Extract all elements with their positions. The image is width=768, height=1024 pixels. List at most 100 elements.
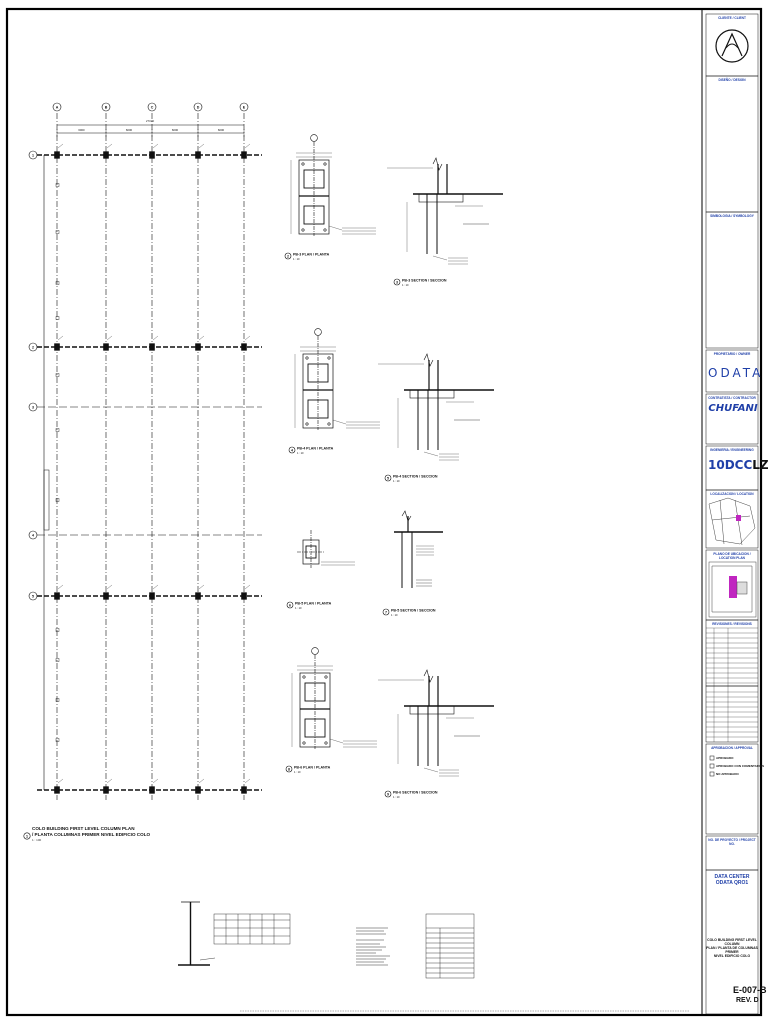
- revisions-header: REVISIONES / REVISIONS: [712, 622, 752, 626]
- column-grid-bubble: [239, 102, 249, 112]
- steel-schedule-table: [213, 913, 291, 945]
- detail-drawings: 2 PB-3 PLAN / PLANTA 1 : 10 3 PB-3 SECTION /…: [284, 134, 503, 799]
- base-plate: [409, 389, 455, 399]
- intermediate-marker: [55, 428, 60, 432]
- column-grid-label: B: [105, 105, 108, 109]
- intermediate-marker: [55, 373, 60, 377]
- row-grid-label: 5: [32, 594, 34, 598]
- bay-dimension-text: 6000: [126, 128, 133, 132]
- anchor-bolt: [301, 228, 305, 232]
- project-header: NO. DE PROYECTO / PROJECT NO.: [708, 838, 756, 846]
- column-leader: [152, 143, 159, 149]
- sheet-title-line3: NIVEL EDIFICIO COLO: [713, 954, 751, 958]
- detail-title: PB-4 SECTION / SECCION: [393, 475, 438, 479]
- sheet-title-line1: COLO BUILDING FIRST LEVEL COLUMN: [707, 938, 757, 946]
- column-marker: [54, 786, 60, 794]
- column-leader: [106, 778, 113, 784]
- detail-scale: 1 : 10: [402, 283, 409, 287]
- column-grid-bubble: [101, 102, 111, 112]
- column-leader: [152, 584, 159, 590]
- detail-number-bubble: [384, 474, 392, 482]
- detail-number-bubble: [393, 278, 401, 286]
- main-plan-title-line2: / PLANTA COLUMNAS PRIMER NIVEL EDIFICIO …: [32, 832, 151, 837]
- anchor-bolt: [323, 228, 327, 232]
- column-leader: [106, 584, 113, 590]
- note-leader: [423, 767, 439, 773]
- column-marker: [149, 786, 155, 794]
- detail-number: 8: [288, 767, 290, 771]
- bay-dimension-text: 6000: [218, 128, 225, 132]
- intermediate-marker: [55, 230, 60, 234]
- column-marker: [241, 592, 247, 600]
- column-markers: [54, 143, 251, 794]
- column-grid-label: E: [243, 105, 246, 109]
- contractor-header: CONTRATISTA / CONTRACTOR: [708, 396, 756, 400]
- base-plate: [298, 159, 330, 235]
- detail-scale: 1 : 10: [295, 606, 302, 610]
- column-leader: [152, 778, 159, 784]
- detail-grid-bubble: [310, 134, 318, 142]
- detail-title: PB-3 PLAN / PLANTA: [293, 253, 330, 257]
- column-grid-label: D: [197, 105, 200, 109]
- anchor-bolt: [302, 675, 306, 679]
- detail-number: 3: [396, 280, 398, 284]
- title-block: [705, 13, 759, 1015]
- column-leader: [106, 143, 113, 149]
- main-plan-scale: 1 : 100: [32, 838, 42, 842]
- contractor-logo: CHUFANI: [708, 403, 758, 414]
- column-marker: [241, 151, 247, 159]
- detail-title: PB-3 SECTION / SECCION: [402, 279, 447, 283]
- sheet-border: [5, 7, 763, 1017]
- column-leader: [152, 335, 159, 341]
- intermediate-marker: [55, 738, 60, 742]
- column-leader: [244, 584, 251, 590]
- column-marker: [103, 343, 109, 351]
- site-plan-icon: [708, 561, 757, 618]
- engineer-logo-lza: LZA: [752, 458, 768, 472]
- detail-number-bubble: [286, 601, 294, 609]
- detail-number: 4: [291, 448, 293, 452]
- break-line: [401, 510, 412, 522]
- design-header: DISEÑO / DESIGN: [718, 78, 746, 82]
- note-leader: [432, 255, 448, 261]
- bay-dimension-text: 6000: [172, 128, 179, 132]
- column-section: [304, 682, 326, 702]
- owner-header: PROPIETARIO / OWNER: [713, 352, 751, 356]
- detail-title: PB-5 SECTION / SECCION: [391, 609, 436, 613]
- detail-title: PB-6 SECTION / SECCION: [393, 791, 438, 795]
- column-grid-bubble: [52, 102, 62, 112]
- approved-comments-label: APROBADO CON COMENTARIOS: [716, 764, 765, 768]
- column-leader: [57, 584, 64, 590]
- column-leader: [198, 143, 205, 149]
- column-grid-label: C: [151, 105, 154, 109]
- location-header: LOCALIZACION / LOCATION: [710, 492, 754, 496]
- detail-number: 2: [287, 254, 289, 258]
- column-section: [307, 363, 329, 383]
- sheet-title-line2: PLAN / PLANTA DE COLUMNAS PRIMER: [706, 946, 758, 954]
- column-section: [303, 169, 325, 189]
- intermediate-marker: [55, 281, 60, 285]
- detail-number: 6: [289, 603, 291, 607]
- column-marker: [195, 343, 201, 351]
- engineer-logo-num: 10: [708, 458, 725, 472]
- intermediate-marker: [55, 628, 60, 632]
- column-leader: [57, 335, 64, 341]
- base-plate: [409, 705, 455, 715]
- column-marker: [241, 786, 247, 794]
- grid-lines: [37, 113, 262, 800]
- detail-scale: 1 : 10: [391, 613, 398, 617]
- engineer-logo: 10DCCLZA: [708, 458, 768, 472]
- revision-table-lines: [706, 627, 758, 742]
- main-plan-scale-overall: 27000: [146, 119, 155, 123]
- general-notes: [356, 927, 390, 966]
- column-marker: [54, 151, 60, 159]
- column-leader: [244, 335, 251, 341]
- left-dimension-tag: [43, 469, 50, 531]
- detail-title: PB-5 PLAN / PLANTA: [295, 602, 332, 606]
- column-leader: [106, 335, 113, 341]
